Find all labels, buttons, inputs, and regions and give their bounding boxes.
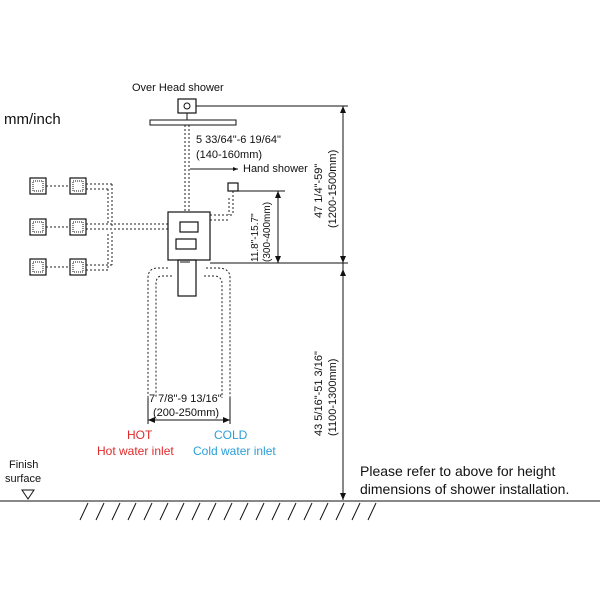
overhead-shower-head [149, 98, 237, 126]
units-label: mm/inch [4, 111, 61, 128]
lower-height-inch: 43 5/16"-51 3/16" [313, 351, 325, 436]
hot-label: HOT [127, 428, 153, 442]
upper-height-inch: 47 1/4"-59" [313, 164, 325, 218]
valve-body [167, 211, 211, 297]
inlet-spacing-inch: 7 7/8"-9 13/16" [149, 393, 222, 405]
overhead-riser-pipe [184, 125, 190, 213]
body-jet [69, 218, 87, 236]
body-jet [29, 218, 47, 236]
note-line-2: dimensions of shower installation. [360, 481, 569, 497]
hand-shower-label: Hand shower [243, 163, 308, 175]
hand-shower-dimension [238, 190, 285, 263]
hand-shower-dim-mm: (300-400mm) [262, 202, 273, 262]
hand-shower-holder [190, 167, 239, 221]
upper-height-dimension [196, 105, 348, 264]
inlet-pipes [147, 267, 231, 398]
body-jet [69, 177, 87, 195]
surface-label: surface [5, 473, 41, 485]
body-jet-pipes [46, 183, 168, 271]
cold-label: COLD [214, 428, 248, 442]
finish-level-marker [21, 489, 35, 500]
cold-inlet-label: Cold water inlet [193, 444, 276, 458]
overhead-offset-mm: (140-160mm) [196, 149, 262, 161]
body-jet [69, 258, 87, 276]
inlet-spacing-mm: (200-250mm) [153, 407, 219, 419]
overhead-shower-label: Over Head shower [132, 82, 224, 94]
body-jets [29, 177, 87, 276]
upper-height-mm: (1200-1500mm) [327, 150, 339, 228]
body-jet [29, 258, 47, 276]
finish-label: Finish [9, 459, 38, 471]
lower-height-mm: (1100-1300mm) [327, 359, 339, 436]
note-line-1: Please refer to above for height [360, 463, 555, 479]
lower-height-dimension [340, 263, 346, 500]
hand-shower-dim-inch: 11.8"-15.7" [250, 213, 261, 262]
inlet-spacing-dimension [147, 398, 231, 424]
floor-line [0, 500, 600, 521]
hot-inlet-label: Hot water inlet [97, 444, 174, 458]
body-jet [29, 177, 47, 195]
overhead-offset-inch: 5 33/64"-6 19/64" [196, 134, 281, 146]
